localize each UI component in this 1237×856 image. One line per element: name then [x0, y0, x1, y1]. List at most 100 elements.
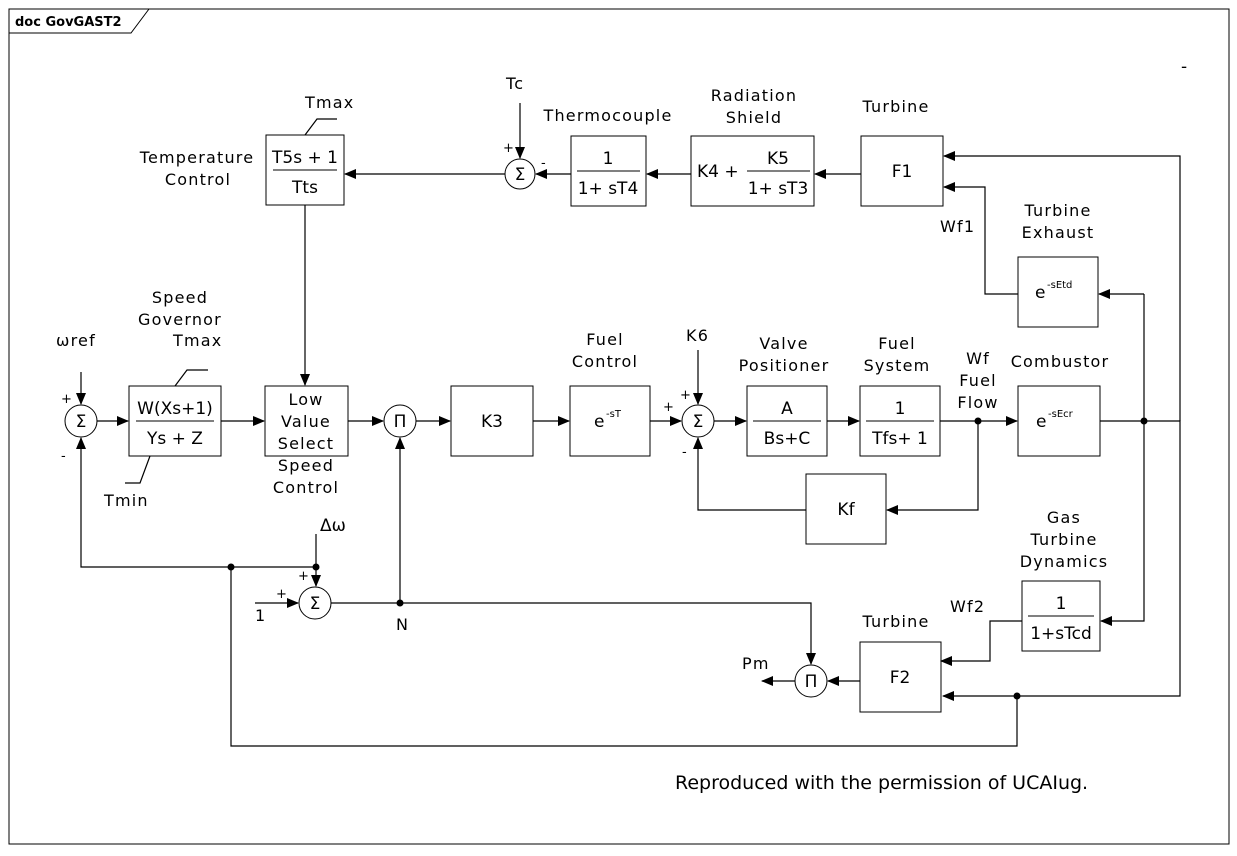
svg-text:+: + — [503, 141, 514, 156]
svg-text:-: - — [61, 449, 66, 464]
gtd-numerator: 1 — [1056, 594, 1067, 614]
k3-block: K3 — [450, 385, 534, 457]
thermocouple-block: 1 1+ sT4 — [570, 135, 647, 207]
wf-label-line-3: Flow — [957, 393, 998, 412]
tmax-top-label: Tmax — [304, 93, 354, 112]
svg-text:+: + — [663, 400, 674, 415]
radiation-prefix: K4 + — [697, 162, 739, 182]
speed-governor-label-1: Speed — [152, 288, 208, 307]
combustor-exponent: -sEcr — [1048, 409, 1074, 420]
temperature-control-label-1: Temperature — [139, 148, 255, 167]
valve-denominator: Bs+C — [764, 429, 811, 449]
gtd-label-3: Dynamics — [1020, 552, 1109, 571]
valve-positioner-label-1: Valve — [759, 334, 808, 353]
wf2-label: Wf2 — [950, 597, 985, 616]
frame-tab — [9, 8, 150, 34]
thermocouple-numerator: 1 — [603, 149, 614, 169]
fuel-control-label-2: Control — [572, 352, 638, 371]
tc-label: Tc — [505, 74, 524, 93]
svg-text:-: - — [682, 445, 687, 460]
speed-governor-block: W(Xs+1) Ys + Z — [128, 385, 222, 457]
gas-turbine-dynamics-block: 1 1+sTcd — [1021, 580, 1101, 652]
combustor-block: e -sEcr — [1017, 385, 1101, 457]
fuel-system-label-1: Fuel — [878, 334, 916, 353]
turbine-top-label: Turbine — [861, 97, 929, 116]
wf1-label: Wf1 — [940, 217, 975, 236]
governor-denominator: Ys + Z — [146, 429, 203, 449]
fuel-ctrl-base: e — [594, 412, 604, 432]
fuel-control-block: e -sT — [569, 385, 651, 457]
gtd-denominator: 1+sTcd — [1030, 624, 1092, 644]
combustor-label: Combustor — [1011, 352, 1110, 371]
fuel-system-label-2: System — [864, 356, 931, 375]
product-junction-pm: Π — [794, 664, 828, 698]
junction-dots — [227, 417, 1148, 700]
temperature-control-block: T5s + 1 Tts — [265, 134, 345, 206]
radiation-denominator: 1+ sT3 — [748, 179, 809, 199]
tmin-label: Tmin — [103, 491, 149, 510]
turbine-exhaust-label-2: Exhaust — [1022, 223, 1095, 242]
thermocouple-label: Thermocouple — [542, 106, 672, 125]
svg-text:+: + — [298, 569, 309, 584]
lvs-line-2: Value — [281, 412, 331, 431]
radiation-shield-block: K4 + K5 1+ sT3 — [690, 135, 815, 207]
n-label: N — [396, 615, 409, 634]
gtd-label-1: Gas — [1047, 508, 1081, 527]
radiation-shield-label-1: Radiation — [711, 86, 797, 105]
lvs-line-1: Low — [288, 390, 323, 409]
tmax-governor-label: Tmax — [172, 331, 222, 350]
valve-numerator: A — [781, 399, 793, 419]
turbine-exhaust-label-1: Turbine — [1023, 201, 1091, 220]
fuel-ctrl-exponent: -sT — [606, 409, 622, 420]
thermocouple-denominator: 1+ sT4 — [578, 179, 639, 199]
governor-numerator: W(Xs+1) — [137, 399, 213, 419]
speed-control-label-2: Control — [273, 478, 339, 497]
lvs-line-3: Select — [278, 434, 335, 453]
permission-credit: Reproduced with the permission of UCAIug… — [675, 772, 1088, 794]
wf-label-line-1: Wf — [966, 349, 990, 368]
turbine-bottom-label: Turbine — [861, 612, 929, 631]
block-labels: Temperature Control Thermocouple Radiati… — [138, 86, 1110, 631]
temperature-control-label-2: Control — [165, 170, 231, 189]
speed-governor-label-2: Governor — [138, 310, 222, 329]
svg-text:+: + — [680, 388, 691, 403]
wf-label-line-2: Fuel — [959, 371, 997, 390]
exhaust-exponent: -sEtd — [1047, 280, 1072, 291]
gtd-label-2: Turbine — [1029, 530, 1097, 549]
exhaust-base: e — [1035, 283, 1045, 303]
fuel-control-label-1: Fuel — [586, 330, 624, 349]
svg-text:+: + — [276, 587, 287, 602]
radiation-numerator: K5 — [767, 149, 789, 169]
low-value-select-block: Low Value Select — [264, 385, 349, 457]
delta-omega-label: Δω — [320, 516, 346, 536]
svg-text:Σ: Σ — [515, 165, 526, 185]
fuel-sys-numerator: 1 — [895, 399, 906, 419]
fuel-system-block: 1 Tfs+ 1 — [859, 385, 941, 457]
corner-dash: - — [1181, 57, 1187, 77]
temp-ctrl-numerator: T5s + 1 — [271, 148, 338, 168]
sum-junction-speed: Σ — [64, 404, 98, 438]
signal-lines — [76, 103, 1181, 747]
product-junction-n: Π — [383, 404, 417, 438]
sum-junction-n: Σ — [298, 586, 332, 620]
combustor-base: e — [1036, 412, 1046, 432]
speed-control-label-1: Speed — [278, 456, 334, 475]
k6-label: K6 — [686, 326, 709, 345]
sum-junction-valve: Σ — [681, 404, 715, 438]
pm-label: Pm — [742, 654, 770, 673]
f2-label: F2 — [890, 668, 911, 688]
junction-signs: + - + - + + - + + — [61, 141, 691, 602]
turbine-exhaust-block: e -sEtd — [1017, 256, 1099, 328]
svg-text:Σ: Σ — [76, 412, 87, 432]
valve-positioner-block: A Bs+C — [746, 385, 828, 457]
frame-tab-label: doc GovGAST2 — [15, 15, 122, 30]
f1-label: F1 — [892, 162, 913, 182]
diagram-frame — [8, 8, 1230, 845]
signal-labels: Tc Tmax ωref Tmax Tmin K6 Δω 1 N Pm Wf1 … — [56, 74, 998, 673]
svg-text:Π: Π — [394, 412, 407, 432]
valve-positioner-label-2: Positioner — [739, 356, 830, 375]
svg-text:Σ: Σ — [310, 594, 321, 614]
temp-ctrl-denominator: Tts — [291, 178, 318, 198]
